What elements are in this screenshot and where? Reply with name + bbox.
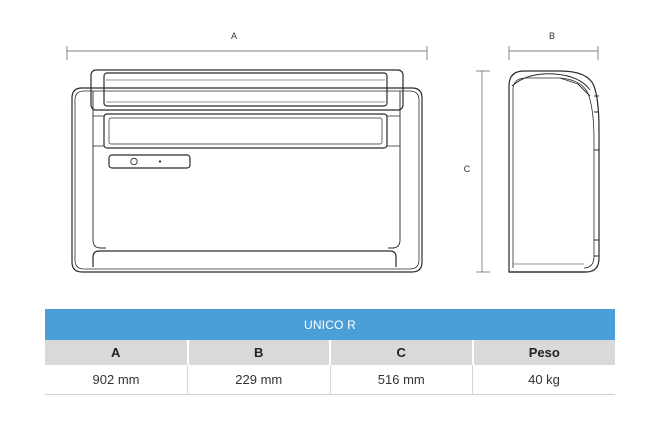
- value-peso: 40 kg: [472, 365, 615, 395]
- power-button-icon: [130, 157, 138, 166]
- dimension-c-label: C: [464, 164, 471, 174]
- front-body-inner: [74, 90, 420, 270]
- dimension-b-label: B: [549, 31, 555, 41]
- column-header-c: C: [330, 340, 474, 365]
- top-louvre: [103, 72, 388, 107]
- table-title-row: UNICO R: [45, 309, 615, 340]
- side-louvre-profile: [511, 73, 591, 97]
- dimension-drawing: A B C: [66, 31, 600, 273]
- table-row: 902 mm 229 mm 516 mm 40 kg: [45, 365, 615, 395]
- front-view: [66, 46, 428, 273]
- table-title: UNICO R: [45, 309, 615, 340]
- front-left-cheek: [92, 91, 106, 249]
- side-rear-bracket: [594, 95, 599, 257]
- front-grille: [103, 113, 388, 149]
- control-panel: [108, 154, 191, 169]
- column-header-peso: Peso: [472, 340, 615, 365]
- table-header-row: A B C Peso: [45, 340, 615, 365]
- dimension-b-line: [508, 46, 599, 60]
- column-header-a: A: [45, 340, 189, 365]
- column-header-b: B: [187, 340, 331, 365]
- front-base: [92, 250, 397, 267]
- front-grille-inner: [108, 117, 383, 145]
- side-body-outline: [508, 70, 600, 273]
- spec-table: UNICO R A B C Peso 902 mm 229 mm 516 mm …: [45, 309, 615, 395]
- side-view: [476, 46, 600, 273]
- front-right-cheek: [388, 91, 401, 249]
- value-c: 516 mm: [330, 365, 473, 395]
- dimension-c-line: [476, 70, 490, 273]
- front-body-outline: [71, 87, 423, 273]
- side-body-inner: [512, 77, 595, 269]
- dimension-a-label: A: [231, 31, 237, 41]
- top-louvre-housing: [90, 69, 404, 111]
- dimension-a-line: [66, 46, 428, 60]
- value-b: 229 mm: [187, 365, 331, 395]
- value-a: 902 mm: [45, 365, 188, 395]
- indicator-led-icon: [158, 160, 162, 163]
- grille-side-lines: [93, 115, 400, 147]
